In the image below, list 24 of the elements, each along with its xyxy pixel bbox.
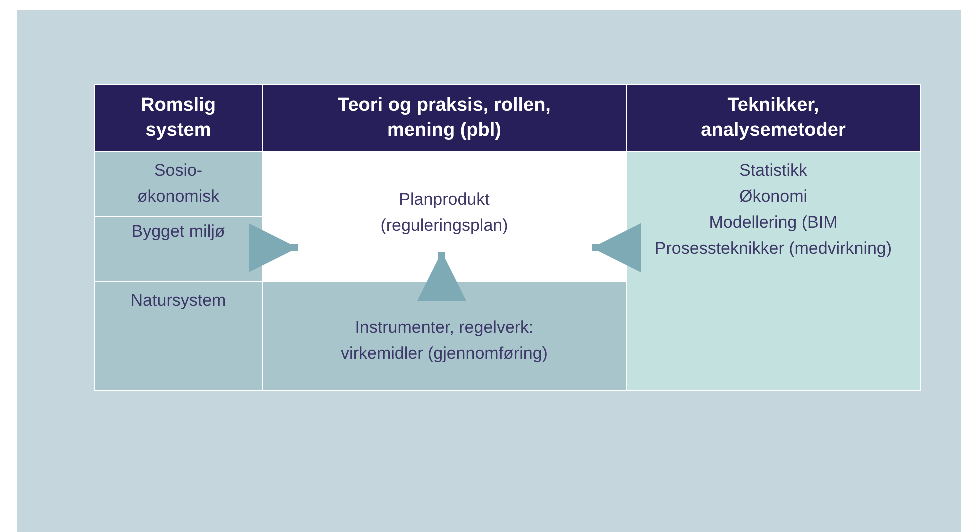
arrow <box>592 224 641 272</box>
column-heading: Romslig system <box>140 94 217 143</box>
cell-text: Instrumenter, regelverk: virkemidler (gjennomføring) <box>340 317 549 365</box>
table-cell <box>94 281 263 391</box>
cell-text: Økonomi <box>739 186 808 208</box>
cell-text: Bygget miljø <box>132 221 226 243</box>
cell-text: Prosessteknikker (medvirkning) <box>654 238 892 260</box>
arrow <box>418 252 466 301</box>
cell-text: Modellering (BIM <box>709 212 838 234</box>
cell-text: Natursystem <box>130 290 226 312</box>
table-cell <box>262 281 627 391</box>
table-cell <box>262 151 627 282</box>
table-cell <box>94 216 263 282</box>
arrow <box>249 224 298 272</box>
column-heading: Teknikker, analysemetoder <box>700 94 847 143</box>
table-cell <box>94 151 263 217</box>
header-cell <box>626 84 921 152</box>
cell-text: Sosio-økonomisk <box>136 160 221 208</box>
cell-text: Planprodukt (reguleringsplan) <box>380 189 510 237</box>
column-heading: Teori og praksis, rollen, mening (pbl) <box>337 94 552 143</box>
cell-text: Statistikk <box>739 160 808 182</box>
table-cell <box>626 151 921 391</box>
header-cell <box>262 84 627 152</box>
header-cell <box>94 84 263 152</box>
